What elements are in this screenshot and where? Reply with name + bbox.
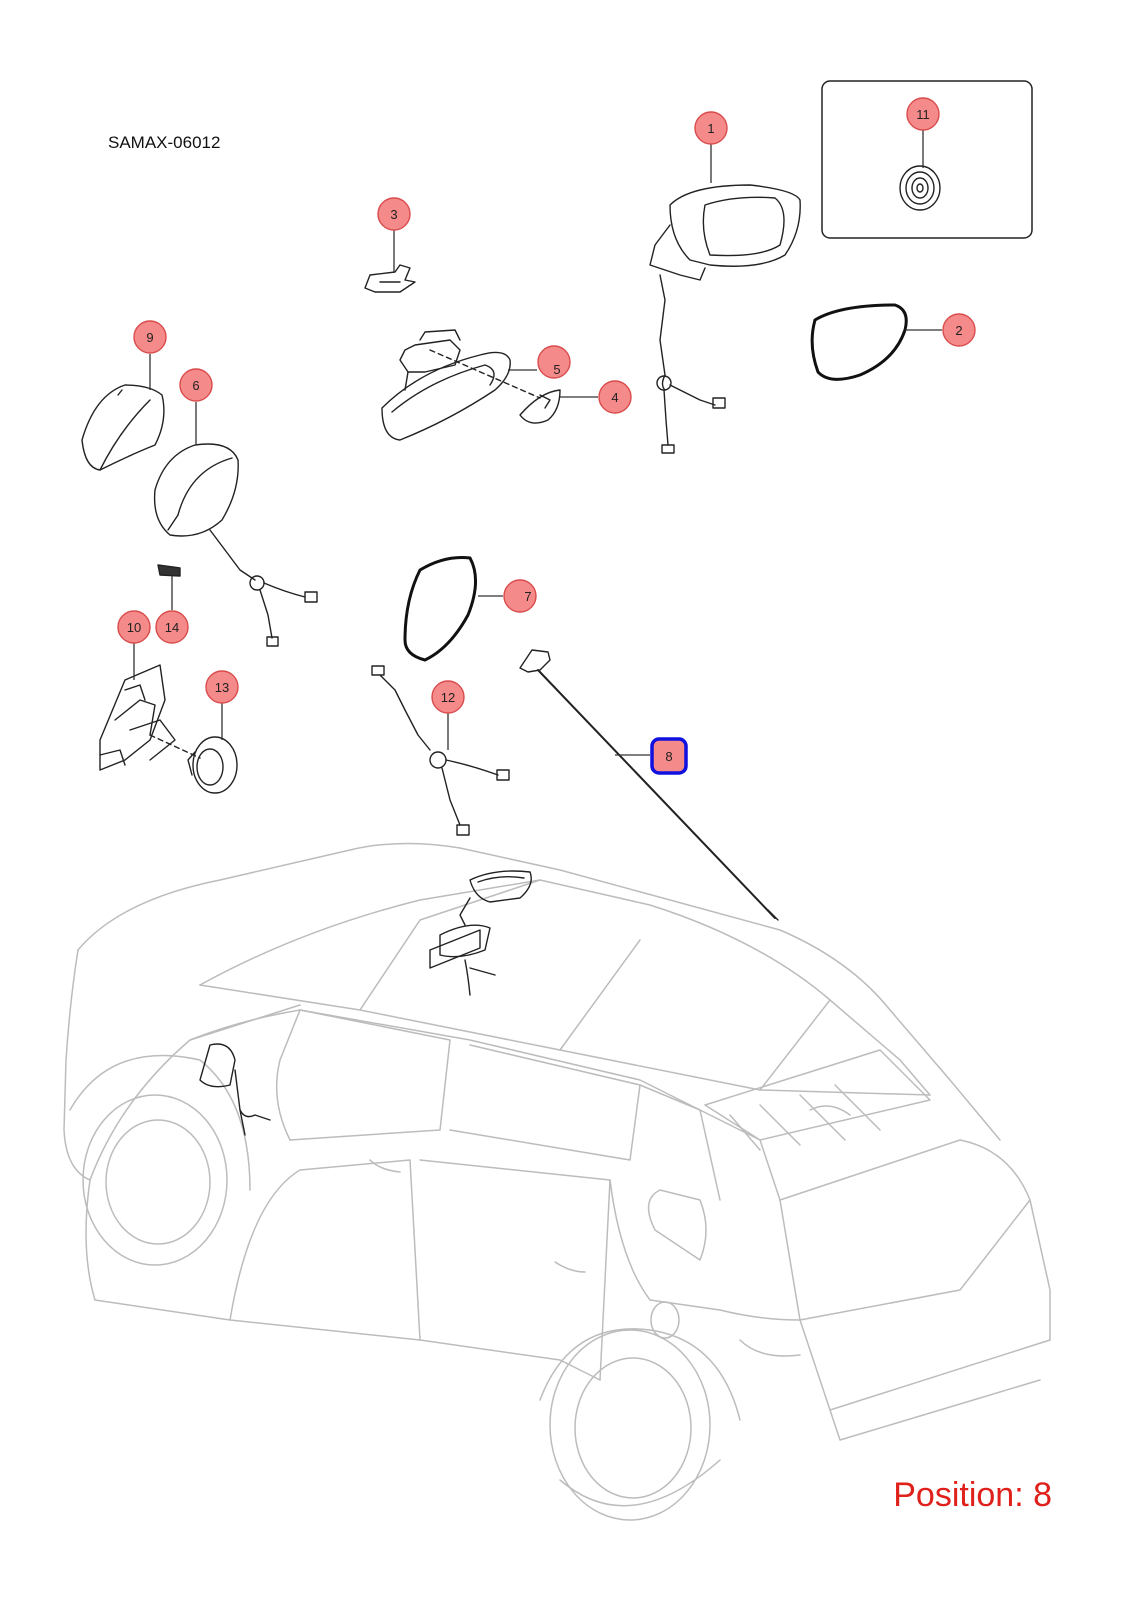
callout-12[interactable]: 12 [431,680,465,714]
callout-9-label: 9 [146,330,153,345]
part-1-exterior-mirror[interactable] [649,184,801,454]
part-12-wiring-harness[interactable] [371,665,510,836]
callout-14[interactable]: 14 [155,610,189,644]
position-indicator: Position: 8 [893,1476,1052,1514]
callout-11-label: 11 [916,107,930,122]
callout-4[interactable]: 4 [598,380,632,414]
callout-5-label: 5 [553,362,560,377]
callout-7-label: 7 [524,589,531,604]
callout-8-label: 8 [665,749,672,764]
callout-13-label: 13 [215,680,229,695]
callout-1[interactable]: 1 [694,111,728,145]
vehicle-mirror-details [199,870,532,1136]
part-14-connector[interactable] [157,564,181,577]
callout-2[interactable]: 2 [942,313,976,347]
part-5-interior-mirror[interactable] [381,329,541,441]
part-3-clip[interactable] [364,264,416,293]
callout-6-label: 6 [192,378,199,393]
part-11-grommet[interactable] [899,165,941,211]
callout-10-label: 10 [127,620,141,635]
part-7-mirror-glass[interactable] [403,556,477,662]
callout-4-label: 4 [611,390,618,405]
callout-1-label: 1 [707,121,714,136]
callout-3-label: 3 [390,207,397,222]
callout-11[interactable]: 11 [906,97,940,131]
part-6-mirror-housing[interactable] [153,443,318,647]
part-8-antenna-cable[interactable] [519,649,779,921]
callout-12-label: 12 [441,690,455,705]
callout-3[interactable]: 3 [377,197,411,231]
callout-2-label: 2 [955,323,962,338]
inset-box [821,80,1033,239]
part-13-mirror-motor[interactable] [187,736,238,794]
diagram-code: SAMAX-06012 [108,133,221,152]
vehicle-outline [63,842,1051,1521]
part-4-cover[interactable] [519,389,561,424]
callout-14-label: 14 [165,620,179,635]
callout-13[interactable]: 13 [205,670,239,704]
callout-6[interactable]: 6 [179,368,213,402]
callout-9[interactable]: 9 [133,320,167,354]
callout-10[interactable]: 10 [117,610,151,644]
part-10-motor-bracket[interactable] [99,664,201,771]
callout-7[interactable]: 7 [503,579,537,613]
leader-lines [133,130,942,756]
part-2-mirror-glass[interactable] [810,303,908,381]
part-9-mirror-cap[interactable] [81,384,165,471]
callout-5[interactable]: 5 [537,345,571,379]
callout-8[interactable]: 8 [650,737,688,775]
